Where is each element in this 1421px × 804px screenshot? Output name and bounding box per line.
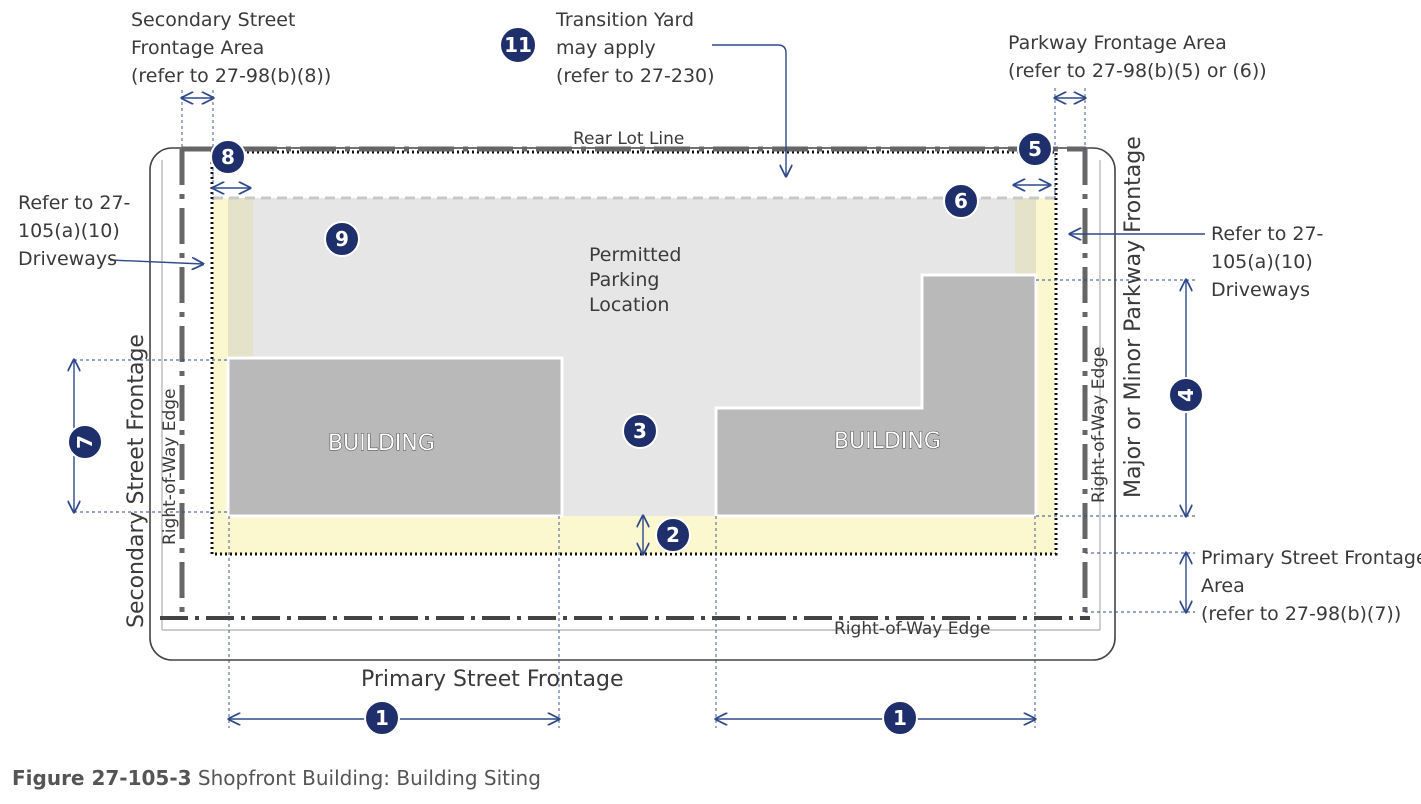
badge-7: 7 xyxy=(67,424,103,460)
secondary-area-label: Secondary Street Frontage Area (refer to… xyxy=(131,9,331,87)
street-curb-outline xyxy=(149,147,1116,661)
badge-6: 6 xyxy=(943,183,979,219)
badge-5: 5 xyxy=(1017,131,1053,167)
parkway-frontage-label: Major or Minor Parkway Frontage xyxy=(1121,136,1146,498)
badge-4: 4 xyxy=(1168,377,1204,413)
parkway-area-label: Parkway Frontage Area (refer to 27-98(b)… xyxy=(1008,32,1267,82)
svg-text:1: 1 xyxy=(375,706,389,730)
badge-8: 8 xyxy=(210,139,246,175)
parking-label: Permitted Parking Location xyxy=(589,244,687,316)
badge-3: 3 xyxy=(622,413,658,449)
figure-caption: Figure 27-105-3 Shopfront Building: Buil… xyxy=(12,766,541,790)
badge-11: 11 xyxy=(499,26,537,64)
primary-area-label: Primary Street Frontage Area (refer to 2… xyxy=(1201,547,1421,625)
svg-text:4: 4 xyxy=(1174,388,1198,402)
svg-text:5: 5 xyxy=(1028,137,1042,161)
badge-9: 9 xyxy=(324,221,360,257)
lot-line xyxy=(210,150,1058,556)
svg-text:8: 8 xyxy=(221,145,235,169)
badge-2: 2 xyxy=(655,517,691,553)
row-edge-bottom-label: Right-of-Way Edge xyxy=(834,619,991,639)
building-left-label: BUILDING xyxy=(328,431,435,456)
badge-1-left: 1 xyxy=(364,700,400,736)
dimension-arrows xyxy=(74,44,1205,719)
badge-1-right: 1 xyxy=(882,700,918,736)
svg-text:3: 3 xyxy=(633,419,647,443)
svg-text:1: 1 xyxy=(893,706,907,730)
row-edge-right-label: Right-of-Way Edge xyxy=(1089,346,1109,503)
extension-lines xyxy=(74,88,1195,728)
building-left xyxy=(226,356,564,518)
frontage-zone-bottom xyxy=(213,516,1055,554)
transition-yard-label: Transition Yard may apply (refer to 27-2… xyxy=(555,9,715,87)
figure-title: Shopfront Building: Building Siting xyxy=(197,766,541,790)
driveways-left-label: Refer to 27- 105(a)(10) Driveways xyxy=(18,192,136,270)
figure-number: Figure 27-105-3 xyxy=(12,766,192,790)
row-edge-left-label: Right-of-Way Edge xyxy=(160,388,180,545)
secondary-frontage-label: Secondary Street Frontage xyxy=(124,334,149,628)
svg-text:7: 7 xyxy=(73,435,97,449)
svg-text:6: 6 xyxy=(954,189,968,213)
svg-text:9: 9 xyxy=(335,227,349,251)
svg-text:11: 11 xyxy=(504,33,532,57)
driveways-right-label: Refer to 27- 105(a)(10) Driveways xyxy=(1211,223,1329,301)
primary-frontage-label: Primary Street Frontage xyxy=(361,667,623,692)
svg-text:2: 2 xyxy=(666,523,680,547)
rear-lot-line-label: Rear Lot Line xyxy=(573,129,684,149)
building-right-label: BUILDING xyxy=(834,429,941,454)
